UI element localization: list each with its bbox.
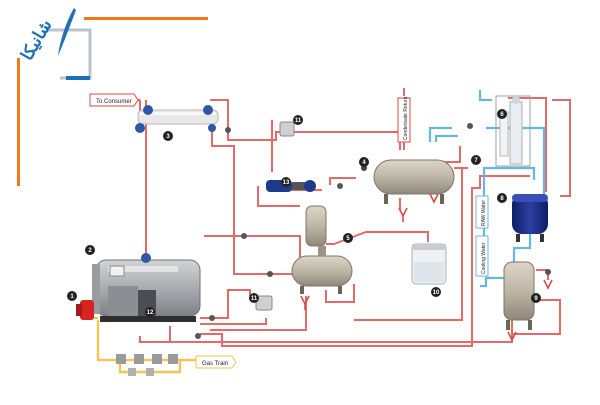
svg-text:3: 3 (166, 134, 170, 140)
logo-top-bar (84, 17, 208, 20)
svg-text:12: 12 (147, 310, 154, 316)
condensate-tank (361, 159, 455, 204)
to-consumer-label: To Consumer (96, 99, 132, 105)
callouts: 1 2 3 4 5 6 7 8 9 10 11 11 12 13 (67, 109, 541, 317)
gas-train-label: Gas Train (202, 361, 228, 367)
cooling-water-tag: Cooling Water (475, 235, 489, 277)
svg-text:11: 11 (295, 118, 302, 124)
to-consumer-tag: To Consumer (89, 93, 139, 107)
callout-4: 4 (359, 157, 369, 167)
callout-5: 5 (343, 233, 353, 243)
logo-frame (46, 28, 92, 80)
cooling-tank (503, 261, 535, 330)
svg-text:13: 13 (283, 180, 290, 186)
valve-icon (135, 123, 145, 133)
valve-icon (225, 127, 231, 133)
svg-text:2: 2 (88, 248, 92, 254)
valve-icon (143, 105, 153, 115)
callout-8: 8 (497, 193, 507, 203)
raw-water-tag: RAW Water (475, 195, 489, 229)
callout-3: 3 (163, 131, 173, 141)
valve-icon (141, 253, 151, 263)
strainer-lower (255, 295, 273, 311)
logo-text: شانیکا (17, 16, 55, 63)
callout-9: 9 (531, 293, 541, 303)
callout-11-lower: 11 (249, 293, 259, 303)
valve-icon (467, 123, 473, 129)
callout-10: 10 (431, 287, 441, 297)
valve-icon (241, 233, 247, 239)
softener-stand (495, 95, 531, 167)
callout-11-upper: 11 (293, 115, 303, 125)
dosing-tank (411, 243, 447, 285)
burner (76, 300, 94, 320)
svg-text:8: 8 (500, 196, 504, 202)
valve-icon (209, 315, 215, 321)
svg-text:11: 11 (251, 296, 258, 302)
callout-7: 7 (471, 155, 481, 165)
callout-2: 2 (85, 245, 95, 255)
svg-text:1: 1 (70, 294, 74, 300)
valve-icon (267, 271, 273, 277)
valve-icon (337, 183, 343, 189)
callout-13: 13 (281, 177, 291, 187)
svg-text:5: 5 (346, 236, 350, 242)
deaerator (291, 205, 353, 294)
callout-6: 6 (497, 109, 507, 119)
callout-1: 1 (67, 291, 77, 301)
gas-train-components (116, 354, 178, 376)
strainer-upper (279, 121, 295, 137)
valve-icon (208, 124, 216, 132)
valve-icon (203, 105, 213, 115)
cooling-water-label: Cooling Water (481, 242, 487, 274)
valve-icon (545, 269, 551, 275)
valve-icon (195, 333, 201, 339)
callout-12: 12 (145, 307, 155, 317)
softener-tank (512, 194, 548, 242)
gas-train-tag: Gas Train (195, 355, 237, 369)
steam-boiler (92, 253, 201, 322)
svg-text:6: 6 (500, 112, 504, 118)
line-valves (195, 123, 551, 339)
drain-symbols (300, 193, 553, 342)
svg-text:9: 9 (534, 296, 538, 302)
logo-side-bar (17, 58, 20, 186)
quill-icon (58, 8, 76, 56)
svg-text:7: 7 (474, 158, 478, 164)
raw-water-label: RAW Water (481, 200, 487, 226)
condensate-return-label: Condensate Return (403, 96, 409, 140)
svg-text:10: 10 (433, 290, 440, 296)
steam-header (135, 105, 219, 133)
svg-text:4: 4 (362, 160, 366, 166)
condensate-return-tag: Condensate Return (397, 96, 411, 143)
feed-pump (266, 180, 316, 192)
